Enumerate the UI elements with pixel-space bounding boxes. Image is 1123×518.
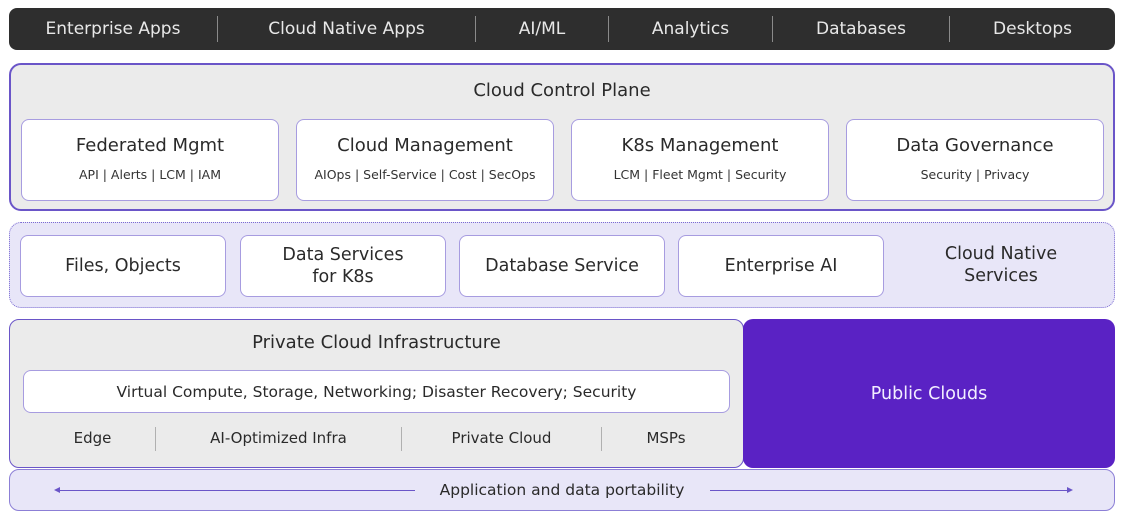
divider — [601, 427, 602, 451]
divider — [949, 16, 950, 42]
card-subtitle: Security | Privacy — [920, 167, 1030, 182]
card-title: Cloud Management — [337, 135, 513, 156]
option-msps: MSPs — [646, 429, 686, 447]
k8s-management-card: K8s Management LCM | Fleet Mgmt | Securi… — [571, 119, 829, 201]
option-private-cloud: Private Cloud — [451, 429, 552, 447]
card-subtitle: LCM | Fleet Mgmt | Security — [613, 167, 787, 182]
cloud-control-plane-title: Cloud Control Plane — [473, 80, 651, 101]
arrow-line-left — [58, 490, 415, 491]
files-objects-card: Files, Objects — [20, 235, 226, 297]
category-databases: Databases — [816, 19, 906, 39]
divider — [475, 16, 476, 42]
arrow-right-icon — [1067, 487, 1073, 493]
card-label: Enterprise AI — [724, 256, 838, 276]
private-cloud-title: Private Cloud Infrastructure — [252, 332, 501, 353]
category-enterprise-apps: Enterprise Apps — [45, 19, 181, 39]
portability-bar: Application and data portability — [9, 469, 1115, 511]
capabilities-label: Virtual Compute, Storage, Networking; Di… — [116, 382, 637, 401]
private-cloud-infrastructure-section: Private Cloud Infrastructure Virtual Com… — [9, 319, 744, 468]
card-label-line1: Data Services — [282, 245, 404, 265]
divider — [155, 427, 156, 451]
deployment-options-row: Edge AI-Optimized Infra Private Cloud MS… — [10, 425, 743, 453]
application-categories-bar: Enterprise Apps Cloud Native Apps AI/ML … — [9, 8, 1115, 50]
card-subtitle: AIOps | Self-Service | Cost | SecOps — [314, 167, 536, 182]
category-ai-ml: AI/ML — [518, 19, 566, 39]
cloud-native-services-section: Files, Objects Data Services for K8s Dat… — [9, 222, 1115, 308]
category-desktops: Desktops — [993, 19, 1072, 39]
public-clouds-section: Public Clouds — [743, 319, 1115, 468]
cloud-native-services-label: Cloud Native Services — [916, 243, 1086, 287]
arrow-left-icon — [54, 487, 60, 493]
category-analytics: Analytics — [651, 19, 730, 39]
card-title: Federated Mgmt — [75, 135, 225, 156]
data-services-k8s-card: Data Services for K8s — [240, 235, 446, 297]
cloud-control-plane-section: Cloud Control Plane Federated Mgmt API |… — [9, 63, 1115, 211]
option-ai-optimized-infra: AI-Optimized Infra — [210, 429, 347, 447]
card-subtitle: API | Alerts | LCM | IAM — [78, 167, 222, 182]
enterprise-ai-card: Enterprise AI — [678, 235, 884, 297]
portability-label: Application and data portability — [439, 481, 685, 499]
card-label: Database Service — [485, 256, 639, 276]
divider — [608, 16, 609, 42]
infrastructure-capabilities-bar: Virtual Compute, Storage, Networking; Di… — [23, 370, 730, 413]
divider — [401, 427, 402, 451]
card-title: K8s Management — [621, 135, 779, 156]
federated-mgmt-card: Federated Mgmt API | Alerts | LCM | IAM — [21, 119, 279, 201]
cloud-management-card: Cloud Management AIOps | Self-Service | … — [296, 119, 554, 201]
category-cloud-native-apps: Cloud Native Apps — [268, 19, 425, 39]
label-line1: Cloud Native — [944, 244, 1058, 264]
card-label-line2: for K8s — [312, 267, 374, 287]
divider — [217, 16, 218, 42]
card-label: Files, Objects — [65, 256, 181, 276]
arrow-line-right — [710, 490, 1068, 491]
database-service-card: Database Service — [459, 235, 665, 297]
divider — [772, 16, 773, 42]
label-line2: Services — [964, 266, 1038, 286]
option-edge: Edge — [73, 429, 112, 447]
data-governance-card: Data Governance Security | Privacy — [846, 119, 1104, 201]
card-title: Data Governance — [896, 135, 1054, 156]
public-clouds-label: Public Clouds — [870, 383, 988, 404]
